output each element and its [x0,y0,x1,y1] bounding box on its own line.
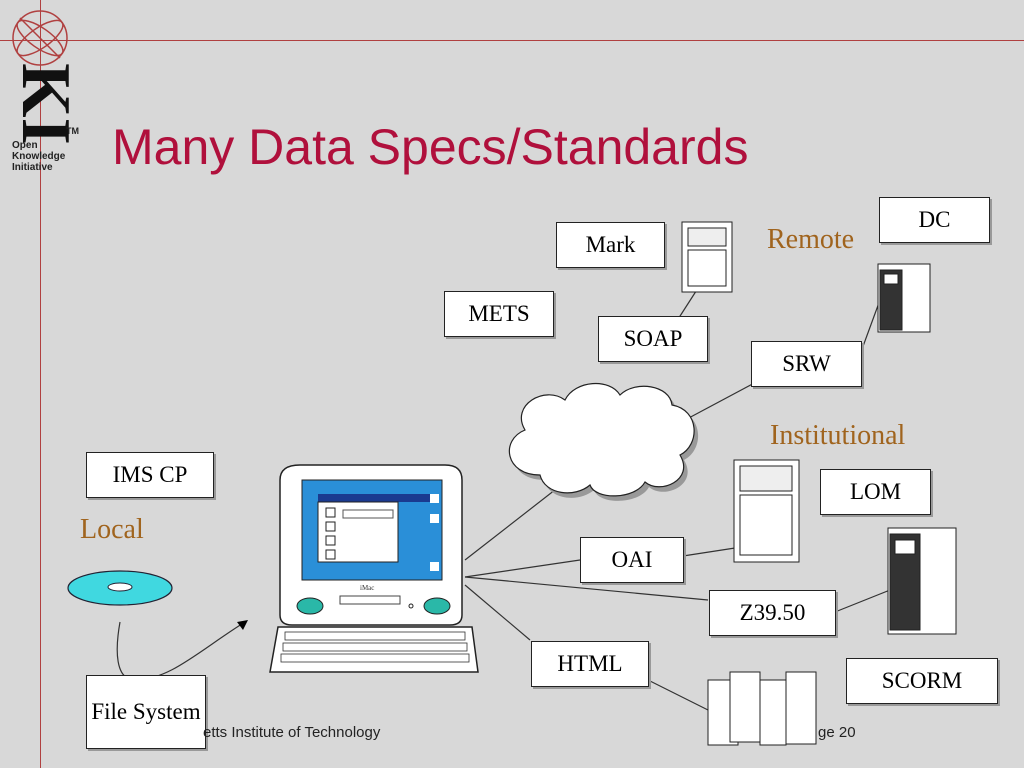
srw-box: SRW [751,341,862,387]
logo-line: Knowledge [12,151,66,162]
footer-left: etts Institute of Technology [203,724,381,741]
mark-box: Mark [556,222,665,268]
html-box: HTML [531,641,649,687]
server-icon [877,263,931,333]
scorm-box: SCORM [846,658,998,704]
margin-rule [40,0,41,768]
institutional-label: Institutional [770,420,906,451]
file-system-box: File System [86,675,206,749]
mets-box: METS [444,291,554,337]
footer-page: ge 20 [818,724,856,741]
logo-line: Open [12,140,38,151]
remote-label: Remote [767,224,855,255]
logo-globe-icon [12,10,68,66]
server-icon [733,459,800,563]
page-title: Many Data Specs/Standards [112,119,749,175]
oai-box: OAI [580,537,684,583]
soap-box: SOAP [598,316,708,362]
lom-box: LOM [820,469,931,515]
connection-lines [116,284,891,711]
z3950-box: Z39.50 [709,590,836,636]
server-icon [887,527,957,635]
computer-icon [269,464,479,673]
computer-brand: iMac [360,584,375,592]
logo-line: Initiative [12,162,53,173]
dc-box: DC [879,197,990,243]
logo-trademark: TM [66,126,79,136]
network-cloud-icon [508,382,699,501]
header-rule [0,40,1024,41]
logo-text: Open Knowledge Initiative [12,140,65,173]
server-icon [681,221,733,293]
arrowhead-icon [237,620,248,630]
disc-icon [67,570,173,606]
local-label: Local [80,514,144,545]
ims-cp-box: IMS CP [86,452,214,498]
server-rack-icon [707,671,817,746]
